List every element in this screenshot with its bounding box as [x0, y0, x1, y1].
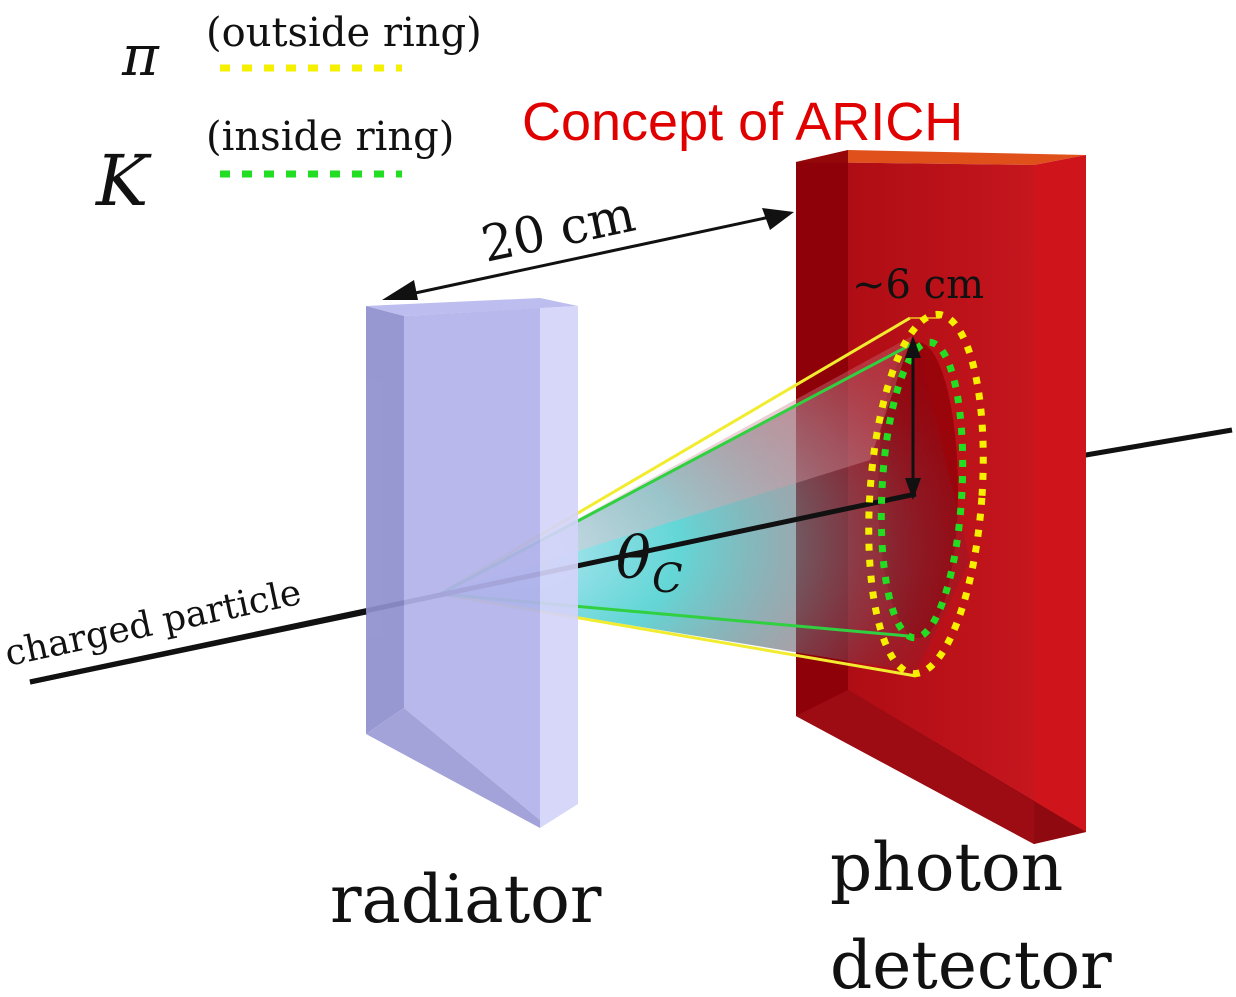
- particle-track-front: [29, 609, 367, 685]
- cherenkov-angle-subscript: C: [652, 556, 683, 602]
- kaon-symbol: K: [94, 140, 152, 222]
- detector-label-line1: photon: [830, 829, 1063, 906]
- pion-symbol: π: [121, 24, 160, 89]
- pion-ring: [865, 310, 987, 678]
- kaon-ring: [877, 338, 967, 642]
- distance-arrow: [382, 208, 794, 300]
- ring-radius-label: ~6 cm: [852, 262, 984, 308]
- radiator-label: radiator: [330, 861, 602, 938]
- diagram-title: Concept of ARICH: [522, 92, 963, 152]
- legend: π (outside ring) K (inside ring): [94, 10, 482, 222]
- detector-label-line2: detector: [830, 927, 1112, 997]
- distance-label: 20 cm: [476, 185, 640, 274]
- kaon-label: (inside ring): [206, 114, 454, 160]
- particle-label: charged particle: [1, 572, 304, 675]
- radiator-slab: [366, 298, 578, 828]
- cherenkov-angle-symbol: θ: [616, 524, 651, 592]
- pion-label: (outside ring): [206, 10, 482, 56]
- ring-radius-arrow: [905, 336, 921, 500]
- particle-track-exit: [1079, 427, 1233, 459]
